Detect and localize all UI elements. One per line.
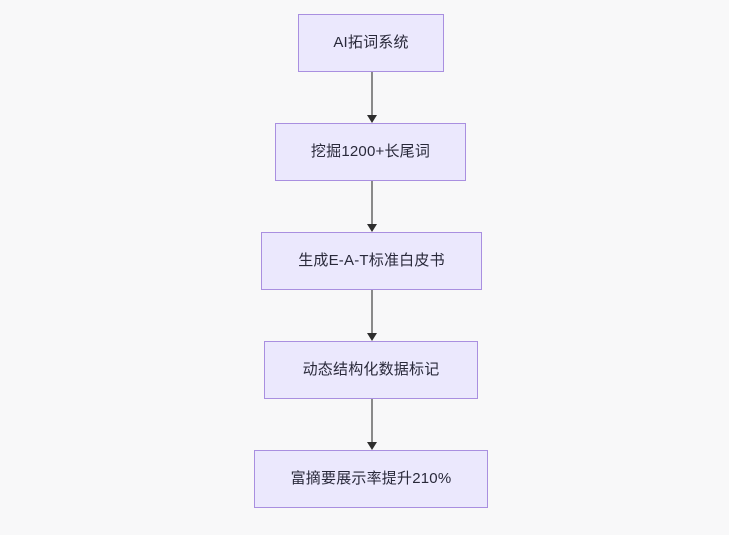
flowchart-node-4[interactable]: 动态结构化数据标记: [264, 341, 478, 399]
edge-2-arrowhead-icon: [366, 224, 377, 232]
flowchart-node-3[interactable]: 生成E-A-T标准白皮书: [261, 232, 482, 290]
edge-1-arrowhead-icon: [366, 115, 377, 123]
edge-3-line: [371, 290, 373, 333]
flowchart-node-2-label: 挖掘1200+长尾词: [310, 143, 431, 160]
edge-3-arrowhead-icon: [366, 333, 377, 341]
flowchart-node-4-label: 动态结构化数据标记: [302, 361, 440, 378]
flowchart-node-1-label: AI拓词系统: [333, 34, 409, 51]
flowchart-node-5[interactable]: 富摘要展示率提升210%: [254, 450, 488, 508]
flowchart-node-1[interactable]: AI拓词系统: [298, 14, 444, 72]
flowchart-node-3-label: 生成E-A-T标准白皮书: [298, 252, 445, 269]
edge-2-line: [371, 181, 373, 224]
edge-1-line: [371, 72, 373, 115]
flowchart-node-5-label: 富摘要展示率提升210%: [290, 470, 452, 487]
edge-4-arrowhead-icon: [366, 442, 377, 450]
flowchart-node-2[interactable]: 挖掘1200+长尾词: [275, 123, 466, 181]
edge-4-line: [371, 399, 373, 442]
